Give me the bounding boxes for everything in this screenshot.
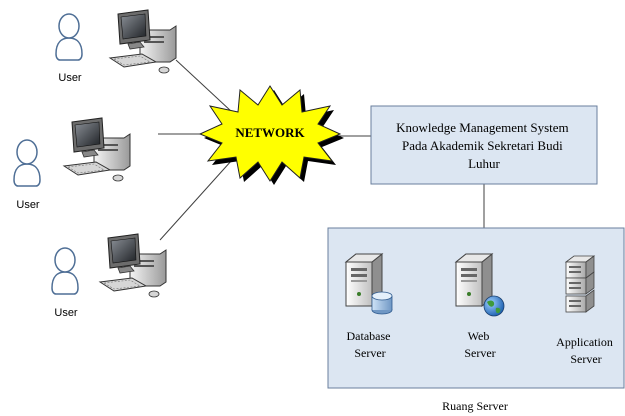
svg-text:Web Server: Web Server [464,329,495,360]
link-user1-network [175,59,233,113]
user-icon [13,139,41,187]
user-label: User [54,307,78,319]
user-label: User [16,199,40,211]
server-room-label: Ruang Server [442,399,508,413]
network-cloud: NETWORK [198,85,344,185]
computer-icon [109,9,177,74]
server-label-line: Web [468,329,490,343]
application-server-icon [564,255,596,313]
kms-line-2: Pada Akademik Sekretari Budi [402,138,563,153]
svg-text:Database Server: Database Server [347,329,394,360]
server-room: Database Server Web Server [327,227,625,389]
kms-line-1: Knowledge Management System [396,120,569,135]
web-server: Web Server [455,253,505,360]
client-2: User [13,117,131,211]
server-label-line: Server [570,352,601,366]
web-server-icon [455,253,505,317]
server-label-line: Server [354,346,385,360]
client-1: User [55,9,177,84]
server-label-line: Server [464,346,495,360]
application-server: Application Server [556,255,616,366]
network-label: NETWORK [235,125,305,140]
computer-icon [63,117,131,182]
svg-text:Application Server: Application Server [556,335,616,366]
user-label: User [58,72,82,84]
database-server: Database Server [345,253,394,360]
user-icon [55,13,83,61]
svg-text:Knowledge Management System: Knowledge Management System Pada Akademi… [396,120,572,171]
server-label-line: Database [347,329,391,343]
user-icon [51,247,79,295]
server-label-line: Application [556,335,613,349]
kms-box: Knowledge Management System Pada Akademi… [370,105,598,185]
database-server-icon [345,253,393,315]
client-3: User [51,233,167,319]
link-user3-network [159,159,233,241]
computer-icon [99,233,167,298]
kms-line-3: Luhur [468,156,500,171]
